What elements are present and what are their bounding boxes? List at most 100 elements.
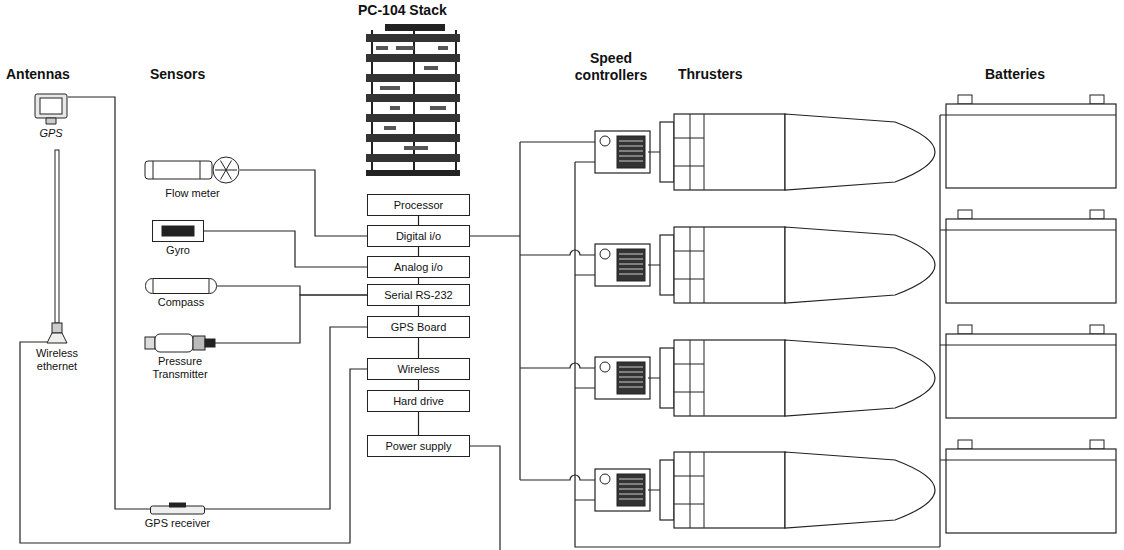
thrusters xyxy=(660,114,935,528)
thruster xyxy=(660,114,935,190)
board-label: Power supply xyxy=(385,441,451,452)
sensor-label: GPS receiver xyxy=(145,517,210,530)
board-label: Serial RS-232 xyxy=(384,290,452,301)
wire xyxy=(240,170,367,236)
wiring xyxy=(470,115,946,550)
speed-controller xyxy=(595,244,650,286)
wire xyxy=(418,380,419,390)
stack-board: Processor xyxy=(367,194,470,216)
wire xyxy=(418,306,419,316)
icon-part xyxy=(52,323,62,333)
stack-board: Analog i/o xyxy=(367,256,470,278)
compass-icon xyxy=(145,278,217,294)
signal-wire xyxy=(520,363,595,368)
stack-board: Digital i/o xyxy=(367,225,470,247)
speed-controller xyxy=(595,131,650,173)
stack-board: Serial RS-232 xyxy=(367,284,470,306)
icon-part xyxy=(145,161,212,179)
wire xyxy=(204,231,367,267)
compass: Compass xyxy=(145,278,217,294)
gps-receiver-icon xyxy=(150,503,205,515)
icon-part xyxy=(55,150,59,323)
flow-meter: Flow meter xyxy=(145,155,240,185)
wire xyxy=(215,295,367,343)
icon-part xyxy=(155,334,193,352)
board-label: Digital i/o xyxy=(396,231,441,242)
icon-part xyxy=(47,333,67,343)
icon-part xyxy=(215,161,237,180)
icon-part xyxy=(40,98,62,114)
column-heading: Batteries xyxy=(985,66,1045,83)
speed-controller xyxy=(595,357,650,399)
column-heading: Antennas xyxy=(6,66,70,83)
pressure-transmitter-icon xyxy=(145,333,215,353)
icon-part xyxy=(153,161,200,179)
signal-wire xyxy=(520,250,595,255)
thruster xyxy=(660,340,935,416)
stack-board: Power supply xyxy=(367,435,470,457)
pressure-transmitter: Pressure Transmitter xyxy=(145,333,215,353)
wireless-antenna-icon xyxy=(45,150,69,345)
column-heading: Sensors xyxy=(150,66,205,83)
battery xyxy=(946,95,1116,188)
icon-part xyxy=(213,157,239,183)
icon-part xyxy=(153,279,209,293)
gps-antenna-icon xyxy=(34,93,68,125)
wire xyxy=(20,342,367,543)
stack-heading: PC-104 Stack xyxy=(358,2,447,19)
power-supply-wire xyxy=(470,446,500,550)
board-label: Processor xyxy=(394,200,444,211)
sensor-label: Wireless ethernet xyxy=(27,347,87,372)
sensor-label: Pressure Transmitter xyxy=(140,355,220,380)
signal-wire xyxy=(520,475,595,480)
battery xyxy=(946,325,1116,418)
batteries xyxy=(946,95,1116,533)
column-heading: Thrusters xyxy=(678,66,743,83)
wire xyxy=(217,286,367,295)
column-heading: Speed controllers xyxy=(566,50,656,84)
stack-board: Hard drive xyxy=(367,390,470,412)
board-label: Analog i/o xyxy=(394,262,443,273)
gps-antenna: GPS xyxy=(34,93,68,125)
icon-part xyxy=(35,94,67,118)
power-wire xyxy=(575,162,595,500)
board-label: GPS Board xyxy=(391,322,447,333)
signal-bus xyxy=(519,142,520,480)
icon-part xyxy=(153,221,204,242)
wire xyxy=(418,338,419,358)
signal-wire xyxy=(520,141,595,142)
wire xyxy=(418,278,419,284)
sensor-label: GPS xyxy=(39,127,62,140)
battery xyxy=(946,210,1116,303)
board-label: Wireless xyxy=(397,364,439,375)
icon-part xyxy=(170,503,186,507)
battery-wire xyxy=(940,115,946,460)
pc104-stack xyxy=(366,24,460,176)
wire xyxy=(418,412,419,435)
icon-part xyxy=(205,339,215,347)
thruster xyxy=(660,452,935,528)
signal-wire xyxy=(470,235,520,236)
gps-receiver: GPS receiver xyxy=(150,503,205,515)
icon-part xyxy=(146,279,217,294)
sensor-label: Flow meter xyxy=(165,187,219,200)
stack-board: Wireless xyxy=(367,358,470,380)
wire xyxy=(418,216,419,225)
gyro: Gyro xyxy=(152,220,204,242)
wire xyxy=(68,97,150,509)
wireless-antenna: Wireless ethernet xyxy=(45,150,69,345)
wire xyxy=(418,247,419,256)
speed-controllers xyxy=(595,131,650,511)
stack-board: GPS Board xyxy=(367,316,470,338)
sensor-label: Compass xyxy=(158,296,204,309)
speed-controller xyxy=(595,469,650,511)
icon-part xyxy=(193,336,205,350)
board-label: Hard drive xyxy=(393,396,444,407)
power-bus xyxy=(575,162,940,547)
thruster xyxy=(660,227,935,303)
wire xyxy=(205,327,367,509)
flow-meter-icon xyxy=(145,155,240,185)
